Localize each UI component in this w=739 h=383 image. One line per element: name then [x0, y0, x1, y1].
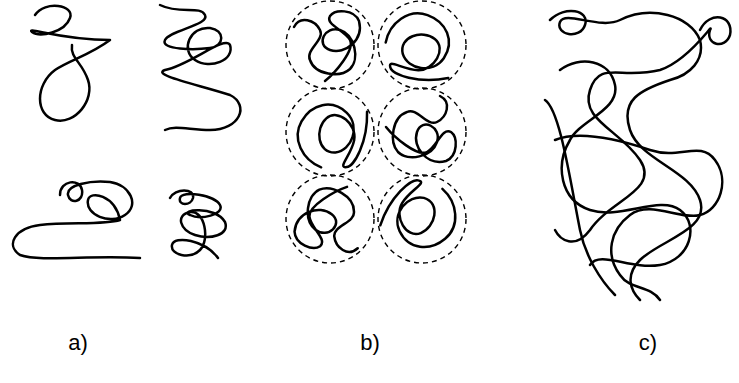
panel-label: c)	[639, 330, 657, 356]
entangled-chains	[545, 11, 730, 300]
panel-label: b)	[360, 330, 380, 356]
confined-coils	[286, 1, 468, 265]
polymer-coil	[13, 5, 240, 258]
panel-label: a)	[68, 330, 88, 356]
